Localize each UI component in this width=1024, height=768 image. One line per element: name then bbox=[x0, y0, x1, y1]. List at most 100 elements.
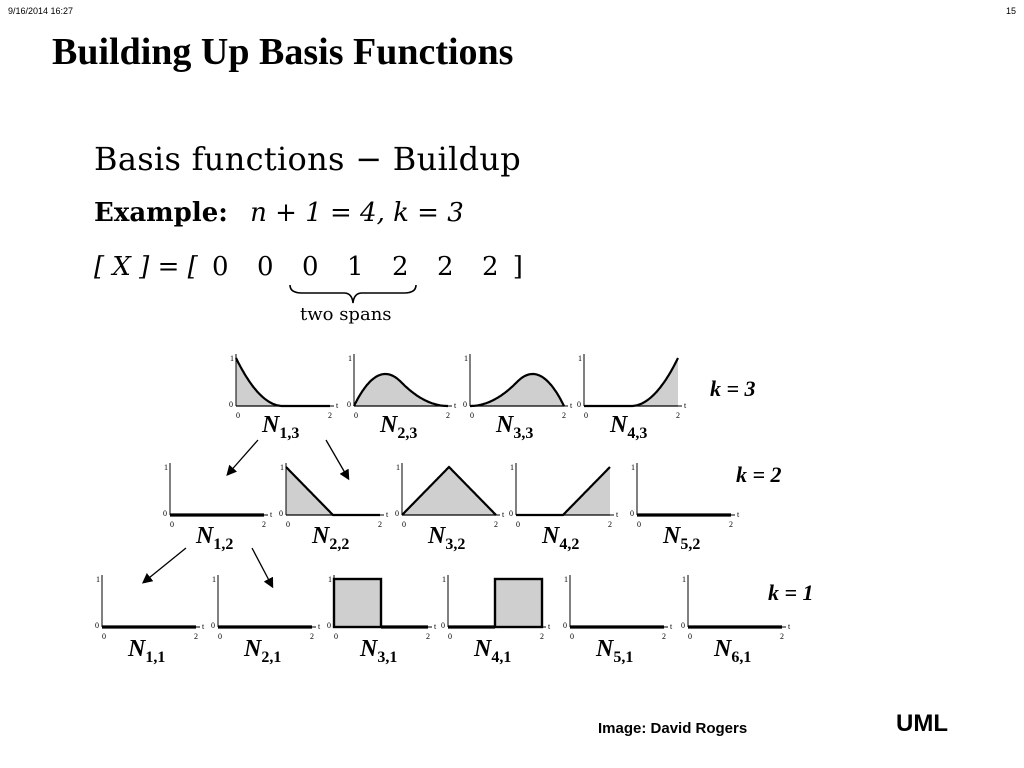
knot-vector-close: ] bbox=[512, 252, 523, 282]
recursion-arrow bbox=[325, 439, 350, 481]
origin-tick-label: 0 bbox=[163, 509, 167, 518]
x-axis-label: t bbox=[616, 510, 619, 519]
x-axis-label: t bbox=[737, 510, 740, 519]
slide-title: Building Up Basis Functions bbox=[52, 31, 514, 73]
y-tick-label: 1 bbox=[564, 575, 568, 584]
knot-value: 2 bbox=[392, 252, 409, 282]
y-tick-label: 1 bbox=[96, 575, 100, 584]
y-tick-label: 1 bbox=[442, 575, 446, 584]
x-tick-label: 0 bbox=[570, 632, 574, 641]
origin-tick-label: 0 bbox=[95, 621, 99, 630]
header-date: 9/16/2014 16:27 bbox=[8, 6, 74, 16]
example-formula: n + 1 = 4, k = 3 bbox=[250, 198, 464, 228]
y-tick-label: 1 bbox=[230, 354, 234, 363]
origin-tick-label: 0 bbox=[577, 400, 581, 409]
basis-subscript: 1,2 bbox=[213, 536, 233, 553]
origin-tick-label: 0 bbox=[441, 621, 445, 630]
example-line: Example: n + 1 = 4, k = 3 bbox=[94, 198, 464, 228]
basis-subscript: 1,3 bbox=[279, 425, 299, 442]
basis-symbol: N bbox=[261, 412, 281, 438]
x-tick-label: 0 bbox=[470, 411, 474, 420]
basis-subscript: 2,3 bbox=[397, 425, 417, 442]
x-tick-label: 0 bbox=[516, 520, 520, 529]
x-tick-label: 2 bbox=[426, 632, 430, 641]
order-label: k = 3 bbox=[710, 376, 756, 401]
basis-box bbox=[493, 577, 544, 629]
figure-heading: Basis functions − Buildup bbox=[94, 140, 522, 178]
x-tick-label: 0 bbox=[402, 520, 406, 529]
x-axis-label: t bbox=[318, 622, 321, 631]
order-label: k = 2 bbox=[736, 462, 782, 487]
basis-symbol: N bbox=[595, 636, 615, 662]
recursion-arrow bbox=[251, 547, 274, 589]
origin-tick-label: 0 bbox=[681, 621, 685, 630]
y-tick-label: 1 bbox=[682, 575, 686, 584]
brand-logo-text: UML bbox=[896, 710, 948, 737]
basis-label: N5,2 bbox=[662, 523, 700, 553]
basis-subscript: 2,1 bbox=[261, 649, 281, 666]
basis-label: N6,1 bbox=[713, 636, 751, 666]
basis-symbol: N bbox=[473, 636, 493, 662]
x-tick-label: 0 bbox=[334, 632, 338, 641]
basis-label: N3,3 bbox=[495, 412, 533, 442]
x-axis-label: t bbox=[202, 622, 205, 631]
basis-subscript: 5,2 bbox=[680, 536, 700, 553]
x-tick-label: 2 bbox=[608, 520, 612, 529]
basis-curve bbox=[470, 372, 565, 408]
basis-subscript: 3,1 bbox=[377, 649, 397, 666]
x-tick-label: 2 bbox=[446, 411, 450, 420]
basis-area bbox=[354, 374, 448, 406]
x-tick-label: 2 bbox=[194, 632, 198, 641]
basis-label: N1,1 bbox=[127, 636, 165, 666]
basis-area bbox=[402, 467, 496, 515]
x-tick-label: 0 bbox=[584, 411, 588, 420]
basis-symbol: N bbox=[359, 636, 379, 662]
x-axis-label: t bbox=[788, 622, 791, 631]
basis-symbol: N bbox=[127, 636, 147, 662]
x-axis-label: t bbox=[548, 622, 551, 631]
basis-symbol: N bbox=[495, 412, 515, 438]
basis-label: N4,1 bbox=[473, 636, 511, 666]
x-tick-label: 0 bbox=[286, 520, 290, 529]
knot-value: 0 bbox=[302, 252, 319, 282]
y-tick-label: 1 bbox=[348, 354, 352, 363]
basis-label: N2,3 bbox=[379, 412, 417, 442]
recursion-arrow bbox=[141, 547, 187, 584]
x-tick-label: 2 bbox=[780, 632, 784, 641]
x-tick-label: 0 bbox=[448, 632, 452, 641]
x-tick-label: 0 bbox=[102, 632, 106, 641]
origin-tick-label: 0 bbox=[463, 400, 467, 409]
knot-value: 0 bbox=[212, 252, 229, 282]
knot-value: 2 bbox=[437, 252, 454, 282]
x-axis-label: t bbox=[502, 510, 505, 519]
x-tick-label: 0 bbox=[218, 632, 222, 641]
knot-vector-lhs: [ X ] = [ bbox=[94, 252, 198, 282]
recursion-arrow bbox=[226, 439, 259, 476]
basis-subscript: 4,2 bbox=[559, 536, 579, 553]
basis-symbol: N bbox=[609, 412, 629, 438]
x-tick-label: 0 bbox=[236, 411, 240, 420]
image-credit: Image: David Rogers bbox=[598, 720, 748, 737]
origin-tick-label: 0 bbox=[630, 509, 634, 518]
x-axis-label: t bbox=[386, 510, 389, 519]
y-tick-label: 1 bbox=[464, 354, 468, 363]
basis-symbol: N bbox=[195, 523, 215, 549]
basis-box bbox=[332, 577, 383, 629]
basis-label: N2,2 bbox=[311, 523, 349, 553]
x-axis-label: t bbox=[434, 622, 437, 631]
origin-tick-label: 0 bbox=[327, 621, 331, 630]
origin-tick-label: 0 bbox=[509, 509, 513, 518]
